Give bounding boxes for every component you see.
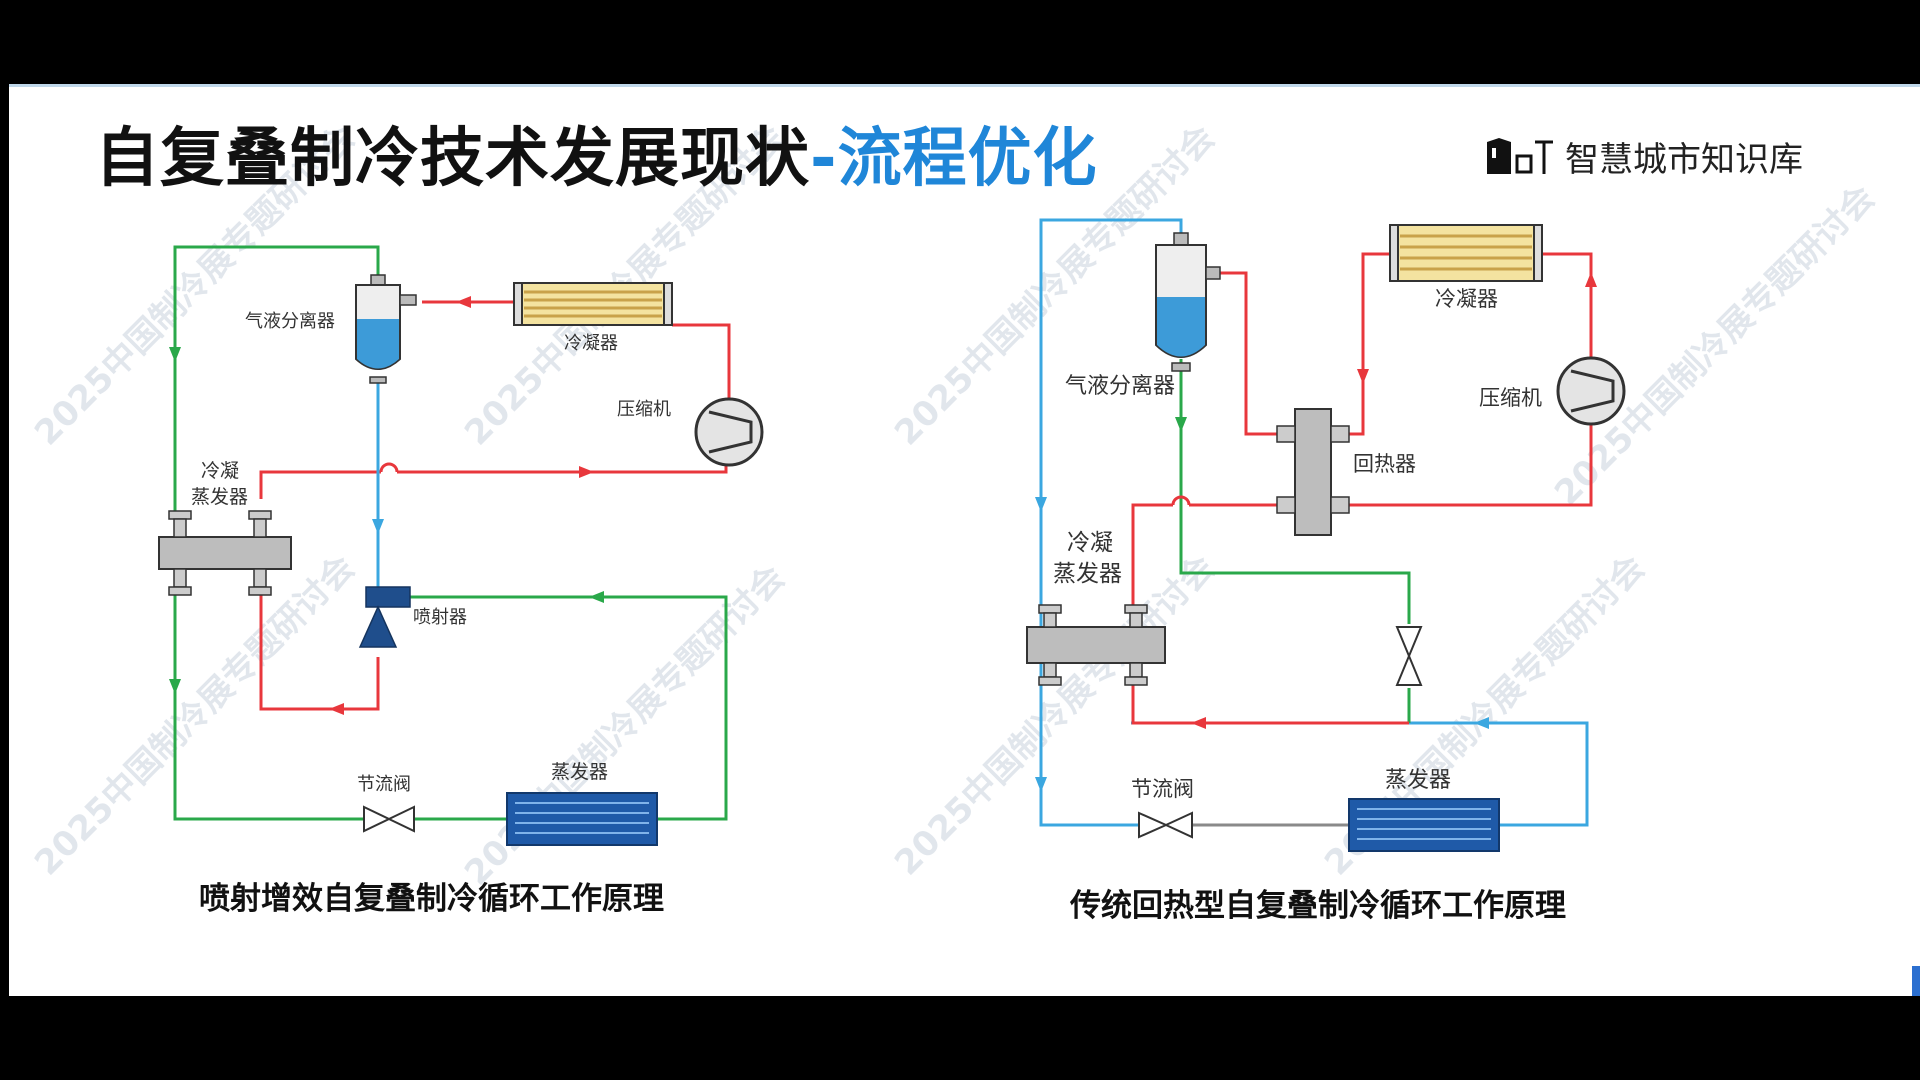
cond-evap-label-line1: 冷凝: [201, 460, 239, 482]
green-pipes: [1175, 359, 1411, 723]
cond-evap-label-line2: 蒸发器: [1053, 561, 1122, 587]
evaporator: [1348, 798, 1500, 852]
ejector-label: 喷射器: [413, 607, 467, 628]
watermarks: 2025中国制冷展专题研讨会 2025中国制冷展专题研讨会 2025中国制冷展专…: [27, 118, 1883, 894]
red-pipes: [259, 296, 731, 715]
cond-evap-label-line1: 冷凝: [1067, 530, 1113, 556]
evaporator-label: 蒸发器: [551, 761, 608, 783]
watermark-text: 2025中国制冷展专题研讨会: [1547, 178, 1883, 514]
condenser-label: 冷凝器: [1435, 287, 1498, 311]
compressor: [1556, 356, 1626, 426]
cond-evap-label-line2: 蒸发器: [191, 486, 248, 508]
slide-title: 自复叠制冷技术发展现状-流程优化: [95, 107, 1098, 199]
left-caption: 喷射增效自复叠制冷循环工作原理: [199, 881, 664, 917]
throttle-valve: [1138, 811, 1193, 839]
ejector: [358, 586, 411, 648]
left-diagram: 冷凝器 气液分离器 压缩机: [158, 245, 764, 917]
compressor: [694, 397, 764, 467]
green-pipes: [169, 245, 728, 821]
regenerator: [1276, 408, 1350, 536]
red-pipes: [1131, 252, 1597, 729]
throttle-label: 节流阀: [357, 774, 411, 795]
evaporator-label: 蒸发器: [1385, 768, 1451, 793]
throttle-valve: [363, 805, 415, 833]
logo: 智慧城市知识库: [1485, 131, 1803, 181]
compressor-label: 压缩机: [617, 399, 671, 420]
separator-label: 气液分离器: [245, 311, 335, 332]
throttle-valve-vertical: [1395, 626, 1423, 686]
condenser-evaporator: [158, 510, 292, 596]
right-diagram: 冷凝器 气液分离器 回热器: [1026, 218, 1626, 924]
watermark-text: 2025中国制冷展专题研讨会: [887, 548, 1223, 884]
gas-liquid-separator: [1155, 232, 1221, 372]
logo-icon: [1487, 138, 1553, 174]
title-accent: 流程优化: [837, 122, 1098, 196]
compressor-label: 压缩机: [1479, 386, 1542, 410]
condenser: [513, 282, 673, 326]
separator-label: 气液分离器: [1065, 374, 1175, 399]
gas-liquid-separator: [355, 274, 417, 384]
regenerator-label: 回热器: [1353, 452, 1416, 476]
diagrams: 2025中国制冷展专题研讨会 2025中国制冷展专题研讨会 2025中国制冷展专…: [27, 118, 1883, 924]
evaporator: [506, 792, 658, 846]
blue-pipes: [372, 379, 384, 595]
condenser-label: 冷凝器: [564, 333, 618, 354]
title-separator: -: [810, 122, 838, 196]
condenser: [1389, 224, 1543, 282]
right-caption: 传统回热型自复叠制冷循环工作原理: [1069, 888, 1566, 924]
logo-text: 智慧城市知识库: [1565, 139, 1803, 180]
throttle-label: 节流阀: [1131, 777, 1194, 801]
condenser-evaporator: [1026, 604, 1166, 686]
title-main: 自复叠制冷技术发展现状: [95, 122, 810, 196]
slide-edge-tab: [1912, 966, 1920, 996]
watermark-text: 2025中国制冷展专题研讨会: [27, 548, 363, 884]
slide: 2025中国制冷展专题研讨会 2025中国制冷展专题研讨会 2025中国制冷展专…: [9, 84, 1920, 996]
